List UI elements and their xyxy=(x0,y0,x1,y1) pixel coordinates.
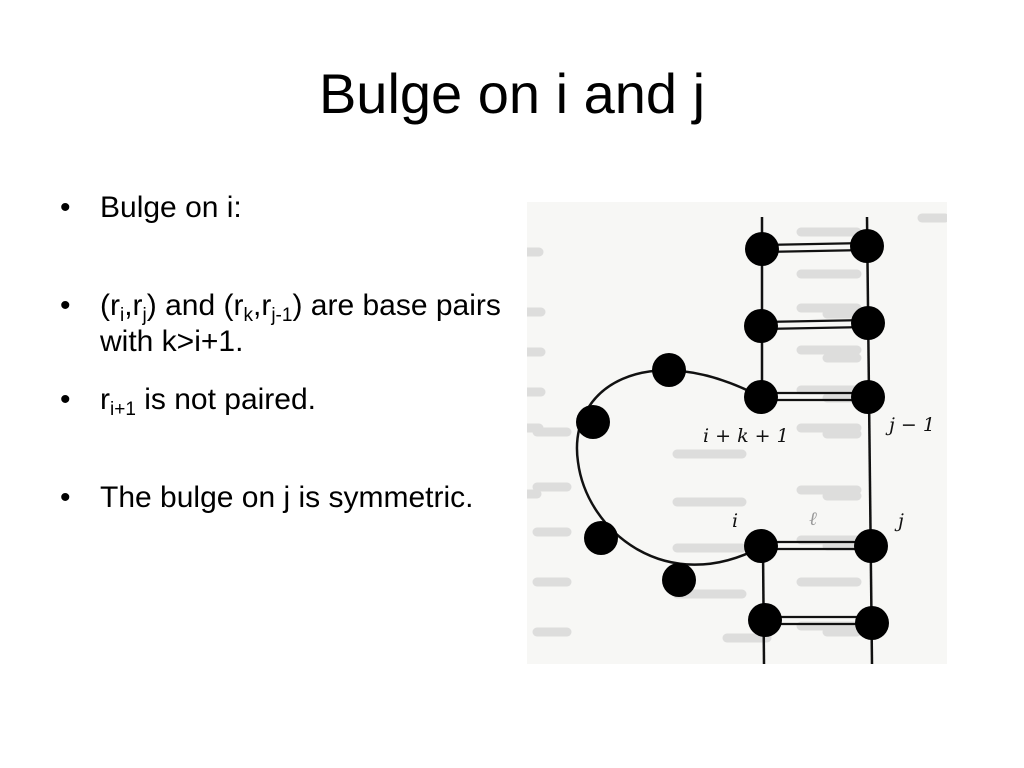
subscript: i xyxy=(119,305,125,326)
nucleotide-node xyxy=(744,309,778,343)
bullet-text: is not paired. xyxy=(135,383,316,416)
nucleotide-node xyxy=(851,380,885,414)
label-j: j xyxy=(894,510,904,532)
right-strand xyxy=(865,216,874,664)
label-l: ℓ xyxy=(809,508,817,530)
label-i: i xyxy=(732,510,738,532)
label-i-plus-k-plus-1: i + k + 1 xyxy=(703,425,789,447)
nucleotides xyxy=(576,229,889,640)
scan-bleed xyxy=(527,213,947,643)
nucleotide-node xyxy=(662,563,696,597)
nucleotide-node xyxy=(748,603,782,637)
bullet-item: The bulge on j is symmetric. xyxy=(60,480,520,516)
bullet-text: ,r xyxy=(124,289,143,322)
slide-title: Bulge on i and j xyxy=(318,62,706,125)
nucleotide-node xyxy=(744,380,778,414)
bullet-text: The bulge on j is symmetric. xyxy=(100,481,474,514)
subscript: j-1 xyxy=(271,305,293,326)
bullet-text: r xyxy=(100,383,110,416)
bullet-text: Bulge on i: xyxy=(100,191,242,224)
nucleotide-node xyxy=(854,529,888,563)
bulge-diagram: i + k + 1 j − 1 i j ℓ xyxy=(527,202,947,664)
bullet-list: Bulge on i: (ri,rj) and (rk,rj-1) are ba… xyxy=(60,190,520,516)
nucleotide-node xyxy=(744,529,778,563)
bullet-item: (ri,rj) and (rk,rj-1) are base pairs wit… xyxy=(60,288,520,360)
subscript: i+1 xyxy=(110,399,136,420)
nucleotide-node xyxy=(855,606,889,640)
base-pair-bonds xyxy=(761,241,872,626)
bulge-diagram-svg: i + k + 1 j − 1 i j ℓ xyxy=(527,202,947,664)
label-j-minus-1: j − 1 xyxy=(885,414,935,436)
nucleotide-node xyxy=(576,405,610,439)
nucleotide-node xyxy=(851,306,885,340)
nucleotide-node xyxy=(850,229,884,263)
bullet-text: (r xyxy=(100,289,120,322)
subscript: k xyxy=(243,305,253,326)
subscript: j xyxy=(142,305,147,326)
bullet-item: ri+1 is not paired. xyxy=(60,382,520,420)
bullet-text: ,r xyxy=(252,289,272,322)
nucleotide-node xyxy=(745,232,779,266)
nucleotide-node xyxy=(652,353,686,387)
bullet-text: ) are base pairs with k>i+1. xyxy=(100,289,501,358)
nucleotide-node xyxy=(584,521,618,555)
bullet-text: ) and (r xyxy=(146,289,244,322)
bullet-item: Bulge on i: xyxy=(60,190,520,226)
